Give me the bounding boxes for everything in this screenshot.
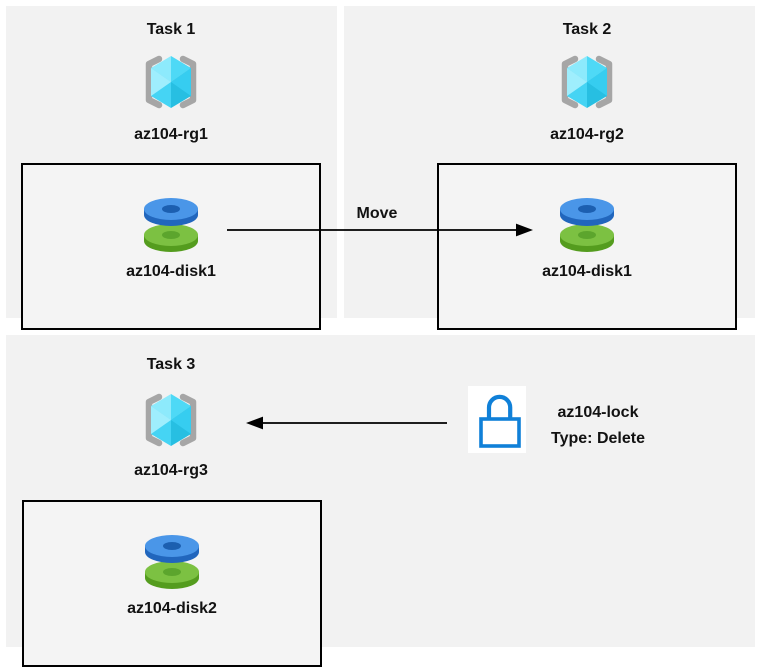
lock-box [468, 386, 526, 453]
resource-group-icon [140, 52, 202, 112]
disk-icon [560, 198, 614, 252]
lock-text-block: az104-lock Type: Delete [533, 400, 663, 452]
task1-disk-box: az104-disk1 [21, 163, 321, 330]
disk-icon [144, 198, 198, 252]
move-arrow-label: Move [356, 205, 398, 222]
task1-title: Task 1 [146, 21, 196, 38]
lock-icon [479, 394, 521, 448]
task1-rg-label: az104-rg1 [134, 126, 208, 143]
resource-group-icon [140, 390, 202, 450]
task2-rg-label: az104-rg2 [550, 126, 624, 143]
resource-group-icon [556, 52, 618, 112]
disk-icon [145, 535, 199, 589]
task2-disk-box: az104-disk1 [437, 163, 737, 330]
task1-disk-label: az104-disk1 [126, 263, 216, 280]
task2-disk-label: az104-disk1 [542, 263, 632, 280]
task2-title: Task 2 [562, 21, 612, 38]
lock-type-label: Type: Delete [551, 430, 645, 447]
task3-disk-box: az104-disk2 [22, 500, 322, 667]
task3-title: Task 3 [146, 356, 196, 373]
task3-disk-label: az104-disk2 [127, 600, 217, 617]
lock-name-label: az104-lock [557, 404, 639, 421]
task3-rg-label: az104-rg3 [134, 462, 208, 479]
